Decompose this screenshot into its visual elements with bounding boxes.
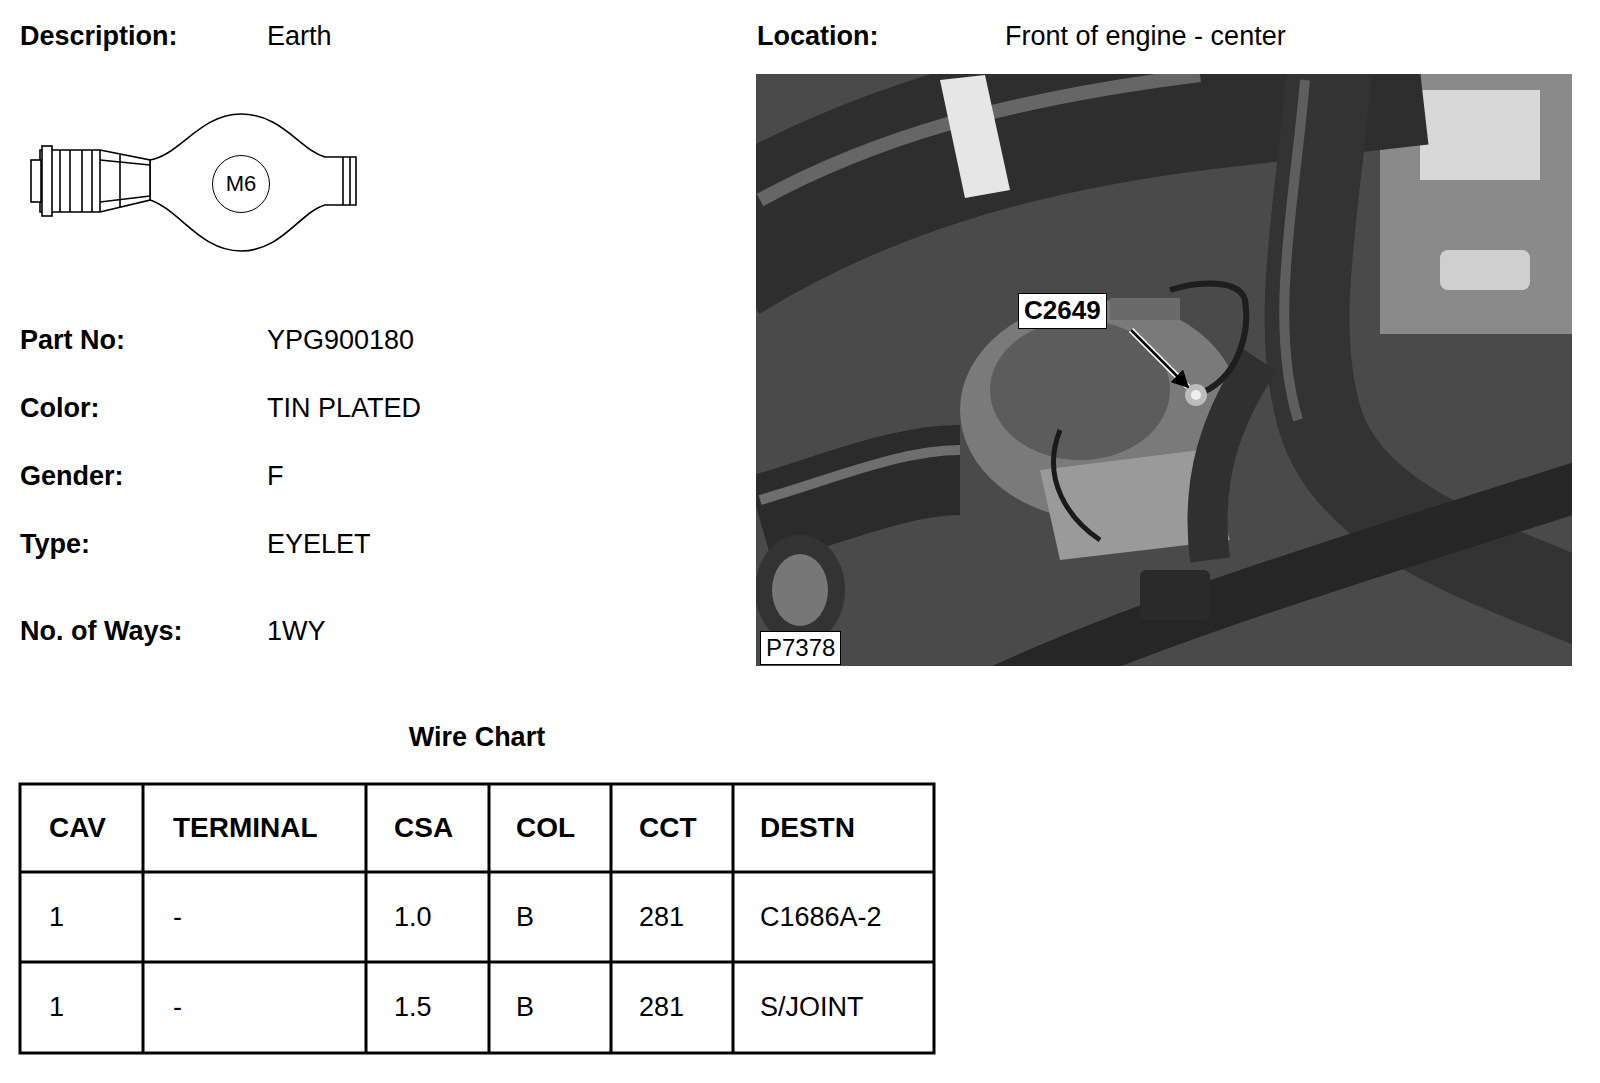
connector-callout: C2649 xyxy=(1018,293,1107,329)
table-cell: B xyxy=(516,991,534,1023)
table-cell: TERMINAL xyxy=(173,811,318,845)
wire-table-grid xyxy=(20,784,934,1053)
eyelet-terminal-drawing xyxy=(31,114,356,251)
table-cell: - xyxy=(173,991,182,1023)
field-text: Location: xyxy=(757,20,879,52)
node-text: M6 xyxy=(226,171,257,196)
table-cell: S/JOINT xyxy=(760,991,864,1023)
table-cell: CSA xyxy=(394,811,453,845)
field-text: Description: xyxy=(20,20,178,52)
field-text: Gender: xyxy=(20,460,124,492)
table-cell: B xyxy=(516,901,534,933)
stud-size-circle: M6 xyxy=(212,155,270,213)
engine-photo xyxy=(756,74,1572,666)
table-cell: 1 xyxy=(49,991,64,1023)
field-text: Color: xyxy=(20,392,99,424)
field-text: 1WY xyxy=(267,615,326,647)
table-cell: DESTN xyxy=(760,811,855,845)
node-text: P7378 xyxy=(766,634,835,662)
table-cell: 1 xyxy=(49,901,64,933)
field-text: No. of Ways: xyxy=(20,615,183,647)
field-text: Part No: xyxy=(20,324,125,356)
table-cell: 281 xyxy=(639,991,684,1023)
table-cell: C1686A-2 xyxy=(760,901,882,933)
field-text: Earth xyxy=(267,20,332,52)
field-text: TIN PLATED xyxy=(267,392,421,424)
table-cell: 281 xyxy=(639,901,684,933)
table-cell: CAV xyxy=(49,811,106,845)
field-text: EYELET xyxy=(267,528,371,560)
field-text: F xyxy=(267,460,284,492)
table-cell: CCT xyxy=(639,811,697,845)
photo-number-box: P7378 xyxy=(760,631,841,665)
field-text: Front of engine - center xyxy=(1005,20,1286,52)
table-cell: COL xyxy=(516,811,575,845)
table-cell: 1.5 xyxy=(394,991,432,1023)
node-text: C2649 xyxy=(1024,296,1101,326)
table-title: Wire Chart xyxy=(409,721,545,753)
field-text: YPG900180 xyxy=(267,324,414,356)
table-cell: - xyxy=(173,901,182,933)
field-text: Type: xyxy=(20,528,90,560)
table-cell: 1.0 xyxy=(394,901,432,933)
